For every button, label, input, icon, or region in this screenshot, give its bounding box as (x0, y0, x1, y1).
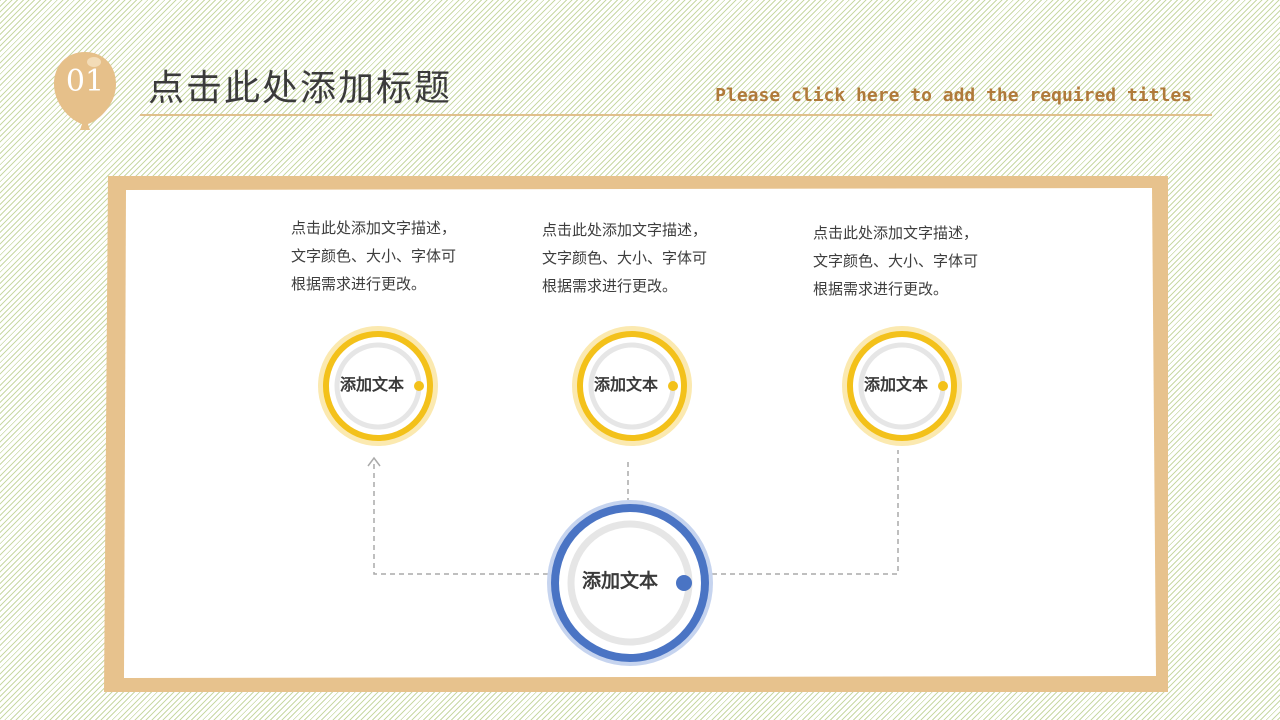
balloon-icon (54, 52, 116, 130)
description-left[interactable]: 点击此处添加文字描述， 文字颜色、大小、字体可 根据需求进行更改。 (291, 219, 457, 293)
dot-icon (938, 381, 948, 391)
node-center[interactable]: 添加文本 (545, 498, 715, 668)
node-left[interactable]: 添加文本 (316, 324, 440, 448)
node-right[interactable]: 添加文本 (840, 324, 964, 448)
connector-left (373, 462, 548, 575)
section-number-badge: 01 (52, 48, 118, 132)
connector-lines (373, 450, 899, 575)
node-right-label: 添加文本 (863, 375, 928, 394)
dot-icon (676, 575, 692, 591)
description-middle[interactable]: 点击此处添加文字描述， 文字颜色、大小、字体可 根据需求进行更改。 (542, 221, 708, 295)
title-divider (140, 114, 1212, 116)
node-left-label: 添加文本 (339, 375, 404, 394)
node-middle-label: 添加文本 (593, 375, 658, 394)
section-number: 01 (65, 64, 105, 99)
page-title[interactable]: 点击此处添加标题 (148, 68, 453, 109)
yellow-ring-icon (318, 326, 438, 446)
dot-icon (668, 381, 678, 391)
node-center-label: 添加文本 (581, 570, 658, 592)
page-subtitle[interactable]: Please click here to add the required ti… (715, 85, 1192, 106)
blue-ring-icon (547, 500, 713, 666)
yellow-ring-icon (842, 326, 962, 446)
arrowhead-icon (367, 456, 381, 467)
node-middle[interactable]: 添加文本 (570, 324, 694, 448)
yellow-ring-icon (572, 326, 692, 446)
description-right[interactable]: 点击此处添加文字描述， 文字颜色、大小、字体可 根据需求进行更改。 (813, 224, 979, 298)
dot-icon (414, 381, 424, 391)
